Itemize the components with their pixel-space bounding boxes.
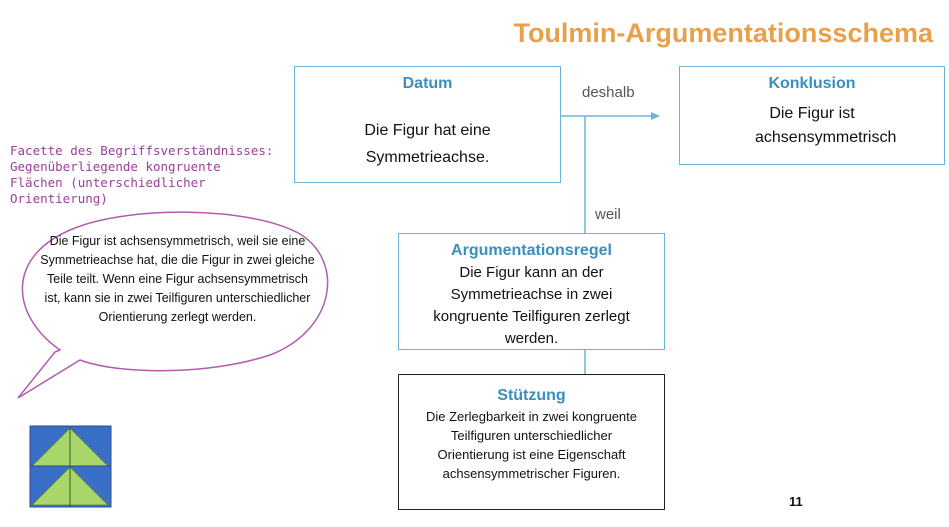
speech-bubble-shape <box>17 211 329 399</box>
konklusion-box: Konklusion Die Figur ist achsensymmetris… <box>679 66 945 165</box>
page-number: 11 <box>789 494 803 509</box>
datum-box: Datum Die Figur hat eine Symmetrieachse. <box>294 66 561 183</box>
deshalb-arrow-head <box>651 112 660 120</box>
symmetry-figure-icon <box>29 425 112 508</box>
datum-header: Datum <box>402 75 453 92</box>
deshalb-label: deshalb <box>582 84 635 101</box>
weil-label: weil <box>595 206 621 223</box>
facette-text: Facette des Begriffsverständnisses: Gege… <box>10 143 274 206</box>
stuetzung-text: Die Zerlegbarkeit in zwei kongruente Tei… <box>426 409 637 481</box>
argumentationsregel-header: Argumentationsregel <box>451 242 612 259</box>
datum-text: Die Figur hat eine Symmetrieachse. <box>364 122 491 166</box>
argumentationsregel-box: Argumentationsregel Die Figur kann an de… <box>398 233 665 350</box>
konklusion-text: Die Figur ist achsensymmetrisch <box>755 105 897 146</box>
speech-bubble-text: Die Figur ist achsensymmetrisch, weil si… <box>40 234 315 324</box>
konklusion-header: Konklusion <box>768 75 856 92</box>
page-title: Toulmin-Argumentationsschema <box>513 18 933 48</box>
stuetzung-box: Stützung Die Zerlegbarkeit in zwei kongr… <box>398 374 665 510</box>
stuetzung-header: Stützung <box>497 387 566 404</box>
argumentationsregel-text: Die Figur kann an der Symmetrieachse in … <box>433 264 630 347</box>
